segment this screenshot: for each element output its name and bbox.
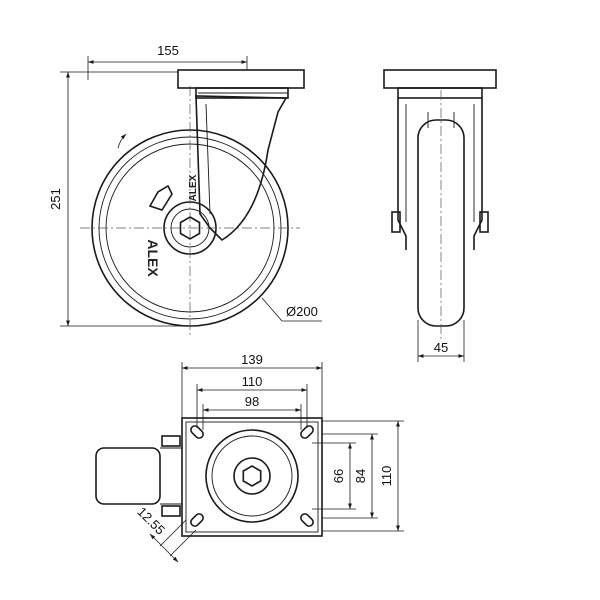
dim-label-width: 155 — [157, 43, 179, 58]
bolt-slot-tr — [300, 425, 314, 439]
bolt-slot-tl — [190, 425, 204, 439]
bolt-slot-bl — [190, 513, 204, 527]
front-bearing — [397, 87, 483, 99]
top-view: 139 110 98 66 84 110 12.55 — [95, 352, 404, 563]
dim-label-plate-height: 110 — [379, 466, 394, 487]
mounting-plate — [181, 417, 323, 537]
dim-label-84: 84 — [353, 469, 368, 483]
diameter-leader — [261, 297, 283, 322]
bolt-slots — [190, 425, 314, 527]
brake-lever — [148, 184, 173, 211]
dim-label-bolt-inner: 98 — [245, 394, 259, 409]
dim-label-diameter: Ø200 — [286, 304, 318, 319]
kingpin-washer — [233, 457, 271, 495]
dim-label-wheel-width: 45 — [434, 340, 448, 355]
dim-label-bolt-outer: 110 — [242, 374, 263, 389]
rotation-mark — [117, 133, 127, 149]
mounting-plate-inner — [185, 421, 319, 533]
ext-offset-1 — [169, 529, 197, 557]
kingpin-nut — [242, 465, 262, 487]
front-view: 45 — [383, 69, 497, 362]
fork-edge — [205, 103, 211, 215]
front-top-plate — [383, 69, 497, 89]
top-bearing-inner — [211, 435, 293, 517]
dim-label-height: 251 — [48, 188, 63, 210]
dim-label-66: 66 — [331, 469, 346, 483]
front-fork-left — [397, 98, 407, 250]
brake-bracket-bottom — [161, 505, 181, 517]
dim-label-plate-width: 139 — [241, 352, 263, 367]
axle-bolt-left — [391, 211, 401, 233]
top-wheel — [95, 447, 161, 505]
side-view: ALEX ALEX 155 251 Ø200 — [48, 43, 322, 338]
axle-bolt-right — [479, 211, 489, 233]
bolt-slot-br — [300, 513, 314, 527]
top-bearing-outer — [205, 429, 299, 523]
brake-bracket-top — [161, 435, 181, 447]
dim-line-offset — [149, 533, 179, 563]
dim-label-offset: 12.55 — [134, 504, 168, 538]
fork-brand-mark: ALEX — [188, 174, 199, 201]
front-fork-right — [473, 98, 483, 250]
fork-body — [195, 95, 288, 242]
wheel-brand-mark: ALEX — [145, 239, 161, 277]
top-plate — [177, 69, 305, 89]
